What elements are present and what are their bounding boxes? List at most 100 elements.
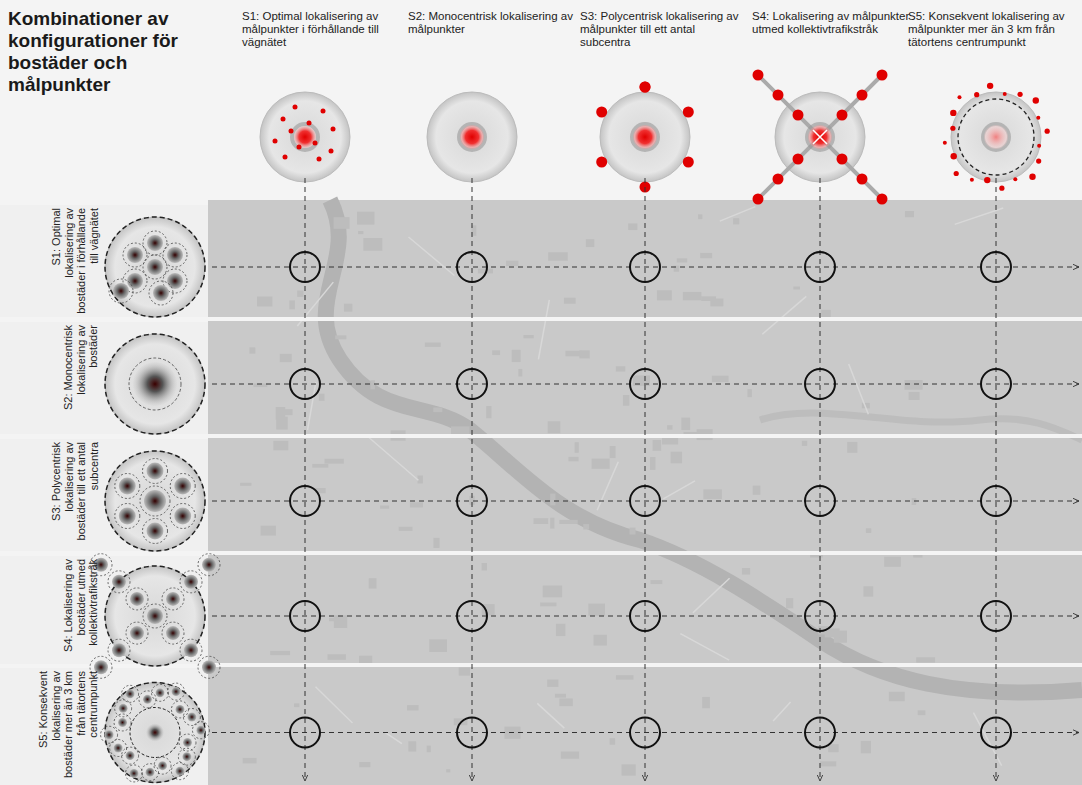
map-block xyxy=(556,624,565,636)
dark-sphere xyxy=(147,523,164,540)
combination-circle xyxy=(457,601,487,631)
dashed-boundary xyxy=(162,588,184,610)
map-block xyxy=(550,518,554,529)
dark-sphere xyxy=(147,608,163,624)
map-road xyxy=(597,462,618,511)
combination-circle xyxy=(630,369,660,399)
red-dot xyxy=(951,153,957,159)
map-block xyxy=(884,557,901,567)
red-dot xyxy=(293,105,298,110)
combination-circle xyxy=(457,252,487,282)
map-block xyxy=(506,261,518,266)
map-block xyxy=(630,528,636,535)
map-block xyxy=(703,489,722,499)
map-block xyxy=(548,252,568,261)
combination-circle xyxy=(805,718,835,748)
ring xyxy=(632,124,658,150)
combination-circle xyxy=(290,601,320,631)
dark-sphere xyxy=(184,575,198,589)
map-block xyxy=(369,578,377,588)
red-dot xyxy=(640,82,651,93)
dashed-boundary xyxy=(192,722,209,739)
map-block xyxy=(904,380,922,390)
dark-sphere xyxy=(145,768,154,777)
dashed-boundary xyxy=(115,504,140,529)
map-block xyxy=(518,369,522,377)
dashed-boundary xyxy=(149,281,173,305)
combination-circle xyxy=(981,252,1011,282)
map-block xyxy=(555,694,566,698)
dark-sphere xyxy=(133,362,177,406)
combination-circle xyxy=(457,486,487,516)
dark-sphere xyxy=(182,752,191,761)
map-road xyxy=(762,296,806,334)
dashed-boundary xyxy=(170,474,195,499)
map-block xyxy=(559,698,572,706)
red-dot xyxy=(984,125,1008,149)
combination-circle xyxy=(457,718,487,748)
map-road xyxy=(849,364,869,414)
map-block xyxy=(565,351,582,357)
row-panel xyxy=(0,668,208,785)
red-dot xyxy=(640,82,651,93)
map-block xyxy=(700,253,712,258)
row-panel xyxy=(0,439,208,551)
map-block xyxy=(918,710,926,715)
map-road xyxy=(316,687,353,723)
map-block xyxy=(334,615,347,628)
map-block xyxy=(671,452,682,464)
dark-sphere xyxy=(174,478,191,495)
dark-sphere xyxy=(112,575,126,589)
map-block xyxy=(586,239,594,247)
sphere xyxy=(951,92,1041,182)
map-block xyxy=(863,586,873,596)
red-dot xyxy=(877,70,888,81)
dark-sphere xyxy=(166,592,180,606)
red-dot xyxy=(1017,92,1022,97)
red-dot xyxy=(329,149,334,154)
red-dot xyxy=(321,109,326,114)
map-block xyxy=(289,300,295,309)
combination-circle xyxy=(630,718,660,748)
red-dot xyxy=(281,117,286,122)
map-block xyxy=(733,218,739,224)
combination-circle xyxy=(630,252,660,282)
map-block xyxy=(243,758,257,763)
column-header: S5: Konsekvent lokalisering av målpunkte… xyxy=(908,10,1078,190)
red-dot xyxy=(289,129,294,134)
map-block xyxy=(312,464,328,468)
map-block xyxy=(650,457,655,470)
dark-sphere xyxy=(172,687,181,696)
dark-sphere xyxy=(112,643,126,657)
map-block xyxy=(616,366,626,371)
map-block xyxy=(425,343,441,347)
red-dot xyxy=(837,154,848,165)
map-block xyxy=(793,287,800,290)
dark-sphere xyxy=(118,718,127,727)
row-text: S5: Konsekvent lokalisering av bostäder … xyxy=(37,671,100,782)
map-block xyxy=(616,675,633,679)
dashed-axis xyxy=(305,178,306,781)
dark-sphere xyxy=(129,769,138,778)
dark-sphere xyxy=(105,730,114,739)
red-dot xyxy=(307,121,312,126)
dashed-boundary xyxy=(180,571,202,593)
map-block xyxy=(561,752,579,759)
map-block xyxy=(285,409,293,415)
map-block xyxy=(742,568,750,575)
map-block xyxy=(912,498,917,505)
dashed-boundary xyxy=(115,700,132,717)
dashed-boundary xyxy=(123,243,147,267)
map-road xyxy=(680,634,729,661)
red-dot xyxy=(984,177,990,183)
red-dot xyxy=(683,157,694,168)
red-dot xyxy=(313,141,318,146)
red-dot xyxy=(1036,116,1040,120)
dark-sphere xyxy=(147,235,163,251)
red-dot xyxy=(793,110,804,121)
dashed-boundary xyxy=(130,708,180,758)
combination-circle xyxy=(630,486,660,516)
row-panel xyxy=(0,205,208,317)
map-block xyxy=(363,238,382,251)
